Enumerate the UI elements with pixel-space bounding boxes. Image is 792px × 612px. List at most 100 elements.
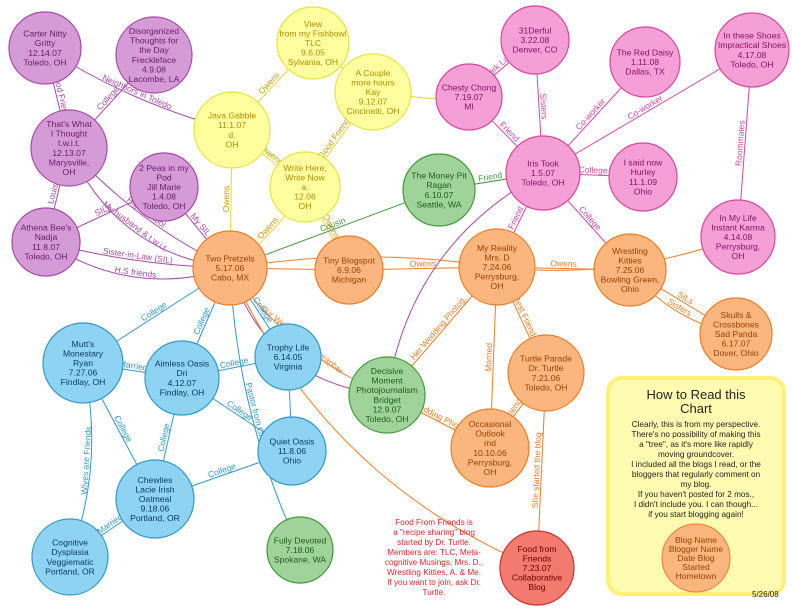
- blog-node-circle: [276, 6, 350, 80]
- blog-node-circle: [8, 11, 82, 85]
- blog-node-label-line: TLC: [305, 38, 321, 48]
- connection-label: College: [579, 164, 608, 175]
- blog-node-label-line: Thoughts for: [130, 36, 178, 46]
- blog-node-label-line: Chesty Chong: [442, 82, 497, 92]
- blog-node-circle: [115, 459, 195, 539]
- blog-node-circle: [11, 207, 81, 277]
- connection-label: Owens: [550, 258, 577, 269]
- blog-node-label-line: I Thought: [51, 129, 88, 139]
- connection-label: Married: [483, 342, 494, 371]
- blog-node-label-line: Findlay, OH: [61, 377, 106, 387]
- blog-node-circle: [42, 322, 124, 404]
- blog-node-circle: [269, 151, 341, 223]
- blog-node-circle: [450, 408, 530, 488]
- blog-node-label-line: 7.24.06: [483, 262, 512, 272]
- blog-node-label-line: OH: [299, 201, 312, 211]
- legend-line: Clearly, this is from my perspective.: [631, 420, 761, 429]
- blog-node-label-line: Seattle, WA: [416, 199, 461, 209]
- blog-node-label-line: Veggiematic: [47, 557, 95, 567]
- connection-label: My SIL: [189, 211, 214, 238]
- blog-node-label-line: Occasional: [469, 419, 512, 429]
- blog-node-label-line: Write Now: [285, 172, 325, 182]
- blog-node-label-line: 7.21.06: [532, 373, 561, 383]
- legend-body: Clearly, this is from my perspective. Th…: [616, 420, 776, 520]
- blog-node-label-line: 4.17.08: [738, 50, 767, 60]
- blog-node-label-line: OH: [63, 167, 76, 177]
- connection-label: College: [577, 204, 604, 232]
- blog-node-label-line: the Day: [139, 45, 169, 55]
- blog-node-label-line: Dallas, TX: [625, 67, 665, 77]
- blog-node-label-line: 7.25.06: [616, 265, 645, 275]
- legend-title-line: Chart: [680, 401, 712, 416]
- legend-sample-line: Hometown: [676, 571, 717, 581]
- blog-node-label-line: Collaborative: [512, 573, 562, 583]
- blog-node-label-line: Fully Devoted: [274, 535, 327, 545]
- blog-node-label-line: 6.9.06: [337, 265, 361, 275]
- blog-node-label-line: 4.14.08: [724, 232, 753, 242]
- blog-node-label-line: 6.10.07: [425, 190, 454, 200]
- blog-node-label-line: more hours: [351, 77, 394, 87]
- connection-label: Sisters: [538, 93, 550, 120]
- connection-line: [229, 267, 538, 569]
- blog-node-label-line: 12.9.07: [373, 404, 402, 414]
- blog-node-circle: [402, 153, 476, 227]
- blog-node-label-line: 5.17.06: [216, 263, 245, 273]
- blog-node-label-line: Lacie Irish: [135, 484, 174, 494]
- legend-line: I included all the blogs I read, or the: [631, 460, 761, 469]
- blog-node-label-line: Ohio: [621, 284, 639, 294]
- blog-node-label-line: Write Here,: [283, 163, 326, 173]
- blog-node-circle: [499, 530, 575, 606]
- connection-label: Her Wedding Photog.: [408, 294, 468, 362]
- blog-node-label-line: Dover, Ohio: [713, 348, 759, 358]
- blog-node-label-line: 4.9.08: [142, 64, 166, 74]
- blog-node-circle: [314, 235, 384, 305]
- legend-title-line: How to Read this: [646, 387, 746, 402]
- note-line: started by Dr. Turtle.: [397, 538, 471, 547]
- legend-title: How to Read this Chart: [610, 388, 782, 416]
- blog-node-circle: [714, 12, 790, 88]
- blog-node-circle: [129, 152, 199, 222]
- blog-node-label-line: Toledo, OH: [731, 59, 774, 69]
- blog-node-label-line: Toledo, OH: [25, 251, 68, 261]
- blog-node-label-line: 7.27.06: [69, 368, 98, 378]
- blog-node-circle: [608, 142, 678, 212]
- legend-sample-line: Blog Name: [675, 535, 717, 545]
- blog-node-circle: [500, 5, 570, 75]
- blog-node-label-line: 1.11.08: [631, 57, 659, 67]
- blog-node-label-line: Marysville,: [49, 157, 90, 167]
- note-line: Members are: TLC, Meta-: [387, 548, 481, 557]
- blog-node-label-line: 9.18.06: [141, 504, 170, 514]
- blog-node-label-line: 11.1.09: [629, 177, 657, 187]
- blog-node-circle: [257, 416, 327, 486]
- blog-node-label-line: OH: [732, 251, 745, 261]
- blog-node-label-line: a.: [301, 182, 308, 192]
- blog-node-label-line: Dr. Turtle: [529, 363, 564, 373]
- legend-line: There's no possibility of making this: [631, 430, 761, 439]
- blog-node-label-line: Decisive: [371, 366, 404, 376]
- connection-label: Friend: [477, 170, 503, 184]
- blog-node-label-line: Iris Took: [527, 158, 560, 168]
